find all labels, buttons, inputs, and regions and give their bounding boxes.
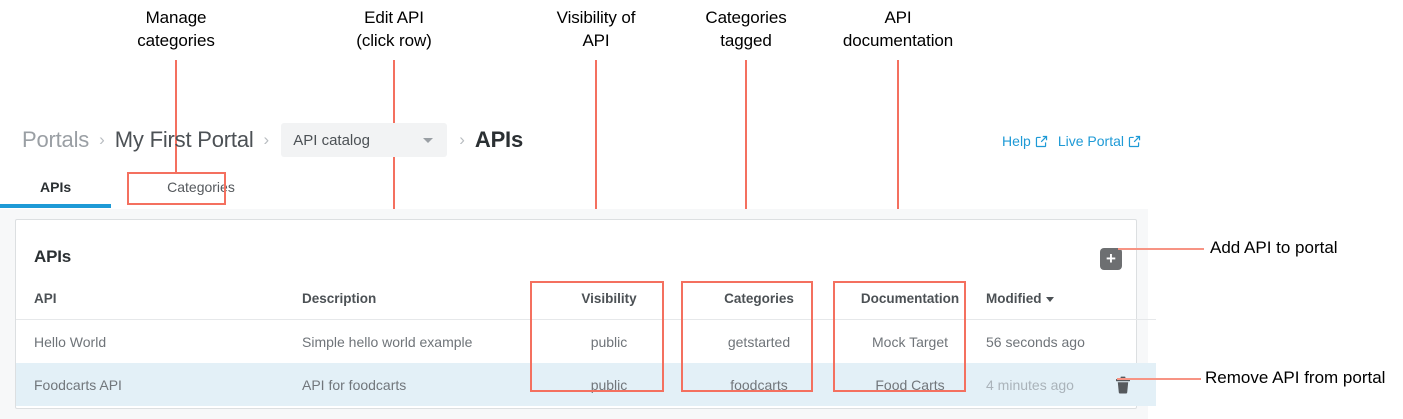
column-header-documentation[interactable]: Documentation bbox=[834, 286, 986, 320]
table-row[interactable]: Hello World Simple hello world example p… bbox=[16, 320, 1156, 364]
add-api-button[interactable]: + bbox=[1100, 248, 1122, 270]
annotation-edit-api-label: Edit API (click row) bbox=[356, 8, 432, 50]
table-row[interactable]: Foodcarts API API for foodcarts public f… bbox=[16, 363, 1156, 406]
column-header-modified[interactable]: Modified bbox=[986, 286, 1156, 320]
cell-visibility: public bbox=[590, 333, 628, 350]
tab-categories-label: Categories bbox=[167, 179, 235, 195]
breadcrumb-separator-icon: › bbox=[263, 130, 270, 149]
cell-documentation: Food Carts bbox=[875, 376, 945, 393]
cell-documentation: Mock Target bbox=[872, 333, 948, 350]
annotation-manage-categories-label: Manage categories bbox=[137, 8, 215, 50]
leader-line-add-api bbox=[1118, 248, 1204, 250]
help-link[interactable]: Help bbox=[1002, 133, 1048, 149]
annotation-add-api-label: Add API to portal bbox=[1210, 238, 1338, 257]
cell-description: API for foodcarts bbox=[302, 376, 407, 393]
column-header-description[interactable]: Description bbox=[302, 286, 534, 320]
tab-bar: APIs Categories bbox=[0, 169, 1148, 210]
cell-description: Simple hello world example bbox=[302, 333, 473, 350]
annotation-visibility-label: Visibility of API bbox=[556, 8, 636, 50]
cell-categories: foodcarts bbox=[730, 376, 788, 393]
leader-line-visibility bbox=[595, 60, 597, 281]
cell-visibility: public bbox=[590, 376, 628, 393]
leader-line-categories bbox=[745, 60, 747, 281]
leader-line-remove-api bbox=[1117, 378, 1201, 380]
app-container: Portals › My First Portal › API catalog … bbox=[0, 105, 1403, 419]
top-links: Help Live Portal bbox=[1002, 133, 1141, 149]
external-link-icon bbox=[1128, 135, 1141, 148]
leader-line-documentation bbox=[897, 60, 899, 281]
tab-categories[interactable]: Categories bbox=[167, 169, 235, 207]
live-portal-link[interactable]: Live Portal bbox=[1058, 133, 1141, 149]
breadcrumb-portals[interactable]: Portals bbox=[22, 127, 90, 152]
api-catalog-select[interactable]: API catalog bbox=[281, 123, 448, 157]
sort-descending-icon bbox=[1045, 297, 1054, 302]
breadcrumb-separator-icon: › bbox=[459, 130, 465, 149]
table-header-row: API Description Visibility Categories Do… bbox=[16, 286, 1156, 320]
api-catalog-select-value: API catalog bbox=[293, 131, 370, 149]
column-header-api[interactable]: API bbox=[16, 286, 302, 320]
annotation-categories-tagged-label: Categories tagged bbox=[705, 8, 787, 50]
column-header-modified-label: Modified bbox=[986, 291, 1042, 306]
cell-modified: 56 seconds ago bbox=[986, 333, 1085, 350]
annotation-remove-api-label: Remove API from portal bbox=[1205, 368, 1386, 387]
chevron-down-icon bbox=[423, 137, 434, 143]
annotation-api-documentation-label: API documentation bbox=[842, 8, 954, 50]
cell-modified: 4 minutes ago bbox=[986, 363, 1156, 406]
breadcrumb-separator-icon: › bbox=[99, 130, 105, 149]
cell-api: Hello World bbox=[34, 333, 107, 350]
column-header-visibility[interactable]: Visibility bbox=[534, 286, 684, 320]
breadcrumb: Portals › My First Portal › API catalog … bbox=[22, 123, 523, 157]
external-link-icon bbox=[1035, 135, 1048, 148]
breadcrumb-portal-name[interactable]: My First Portal bbox=[114, 127, 254, 152]
leader-line-manage-categories bbox=[175, 60, 177, 173]
breadcrumb-current: APIs bbox=[474, 127, 523, 152]
column-header-categories[interactable]: Categories bbox=[684, 286, 834, 320]
cell-modified-label: 4 minutes ago bbox=[986, 376, 1074, 393]
plus-icon: + bbox=[1106, 248, 1116, 268]
tab-apis[interactable]: APIs bbox=[0, 169, 112, 208]
cell-categories: getstarted bbox=[727, 333, 791, 350]
tab-apis-label: APIs bbox=[40, 179, 72, 195]
apis-card: APIs + API Description Visibility Catego… bbox=[15, 219, 1156, 409]
live-portal-link-label: Live Portal bbox=[1057, 133, 1124, 149]
cell-api: Foodcarts API bbox=[34, 376, 122, 393]
help-link-label: Help bbox=[1002, 133, 1031, 149]
card-title: APIs bbox=[34, 247, 71, 266]
apis-table: API Description Visibility Categories Do… bbox=[16, 286, 1156, 406]
